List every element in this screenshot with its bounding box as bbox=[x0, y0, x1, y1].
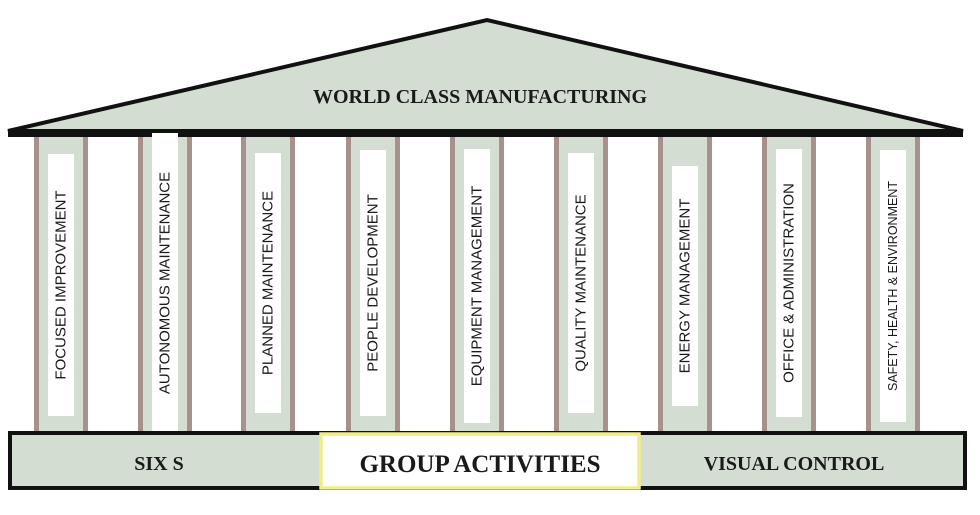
roof-title: WORLD CLASS MANUFACTURING bbox=[313, 86, 648, 108]
roof bbox=[7, 17, 964, 133]
pillar: PEOPLE DEVELOPMENT bbox=[346, 137, 400, 433]
pillar: AUTONOMOUS MAINTENANCE bbox=[138, 133, 192, 433]
pillar: PLANNED MAINTENANCE bbox=[241, 137, 295, 433]
pillar-label: ENERGY MANAGEMENT bbox=[677, 199, 694, 374]
pillar-post-left bbox=[554, 137, 559, 433]
pillar-label-box bbox=[672, 166, 698, 406]
pillar-post-left bbox=[346, 137, 351, 433]
base-center-box bbox=[319, 432, 641, 490]
pillar-post-right bbox=[395, 137, 400, 433]
pillar-post-right bbox=[187, 137, 192, 433]
pillar-post-right bbox=[603, 137, 608, 433]
pillar-post-right bbox=[811, 137, 816, 433]
pillar-label-box bbox=[464, 149, 490, 423]
pillar: SAFETY, HEALTH & ENVIRONMENT bbox=[866, 137, 920, 433]
pillar-label-box bbox=[776, 149, 802, 417]
pillar-label: AUTONOMOUS MAINTENANCE bbox=[157, 172, 174, 394]
pillar-label-box bbox=[48, 154, 74, 416]
pillar: ENERGY MANAGEMENT bbox=[658, 137, 712, 433]
pillar-post-left bbox=[241, 137, 246, 433]
pillar-label: SAFETY, HEALTH & ENVIRONMENT bbox=[886, 181, 900, 391]
base-center-label: GROUP ACTIVITIES bbox=[359, 451, 600, 478]
pillar-post-left bbox=[866, 137, 871, 433]
base-right-label: VISUAL CONTROL bbox=[704, 453, 885, 475]
pillar: QUALITY MAINTENANCE bbox=[554, 137, 608, 433]
architrave bbox=[8, 131, 963, 137]
pillar-post-left bbox=[658, 137, 663, 433]
pillar: FOCUSED IMPROVEMENT bbox=[34, 137, 88, 433]
pillar-label-box bbox=[360, 150, 386, 416]
pillar-post-right bbox=[83, 137, 88, 433]
pillars-group: FOCUSED IMPROVEMENT AUTONOMOUS MAINTENANC… bbox=[34, 133, 920, 433]
base-left-label: SIX S bbox=[134, 453, 183, 475]
pillar-label: PEOPLE DEVELOPMENT bbox=[365, 194, 382, 372]
pillar: OFFICE & ADMINISTRATION bbox=[762, 137, 816, 433]
pillar-post-left bbox=[450, 137, 455, 433]
pillar-post-right bbox=[915, 137, 920, 433]
pillar-label: QUALITY MAINTENANCE bbox=[573, 194, 590, 371]
pillar-label: PLANNED MAINTENANCE bbox=[260, 191, 277, 375]
pillar-label-box bbox=[152, 133, 178, 433]
pillar-label-box bbox=[255, 153, 281, 413]
pillar-label: OFFICE & ADMINISTRATION bbox=[781, 183, 798, 383]
pillar-post-left bbox=[138, 137, 143, 433]
pillar-post-left bbox=[762, 137, 767, 433]
pillar-label-box bbox=[568, 153, 594, 413]
pillar-post-right bbox=[499, 137, 504, 433]
pillar-label: FOCUSED IMPROVEMENT bbox=[53, 190, 70, 379]
pillar-label: EQUIPMENT MANAGEMENT bbox=[469, 186, 486, 387]
pillar-post-right bbox=[707, 137, 712, 433]
pillar-post-left bbox=[34, 137, 39, 433]
pillar-post-right bbox=[290, 137, 295, 433]
pillar-label-box bbox=[880, 150, 906, 422]
pillar: EQUIPMENT MANAGEMENT bbox=[450, 137, 504, 433]
